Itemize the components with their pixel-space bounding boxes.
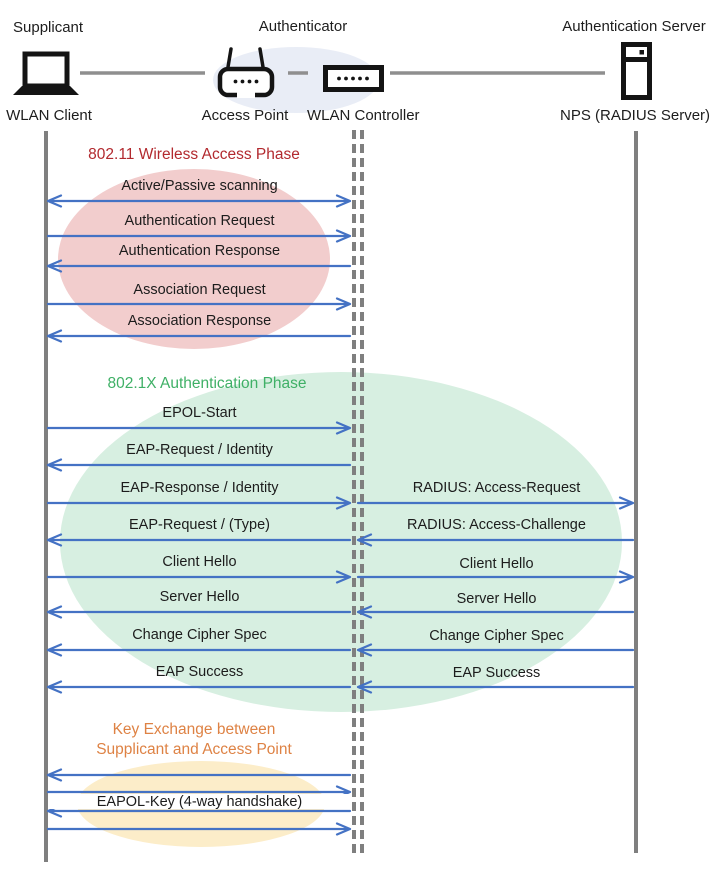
message-arrow [46, 822, 352, 836]
message-arrow [356, 496, 635, 510]
message-label: EAP-Response / Identity [120, 480, 279, 496]
phase2-title: 802.1X Authentication Phase [107, 375, 307, 392]
message-arrow [356, 570, 635, 584]
message-label: Change Cipher Spec [132, 627, 267, 643]
message-arrow [46, 259, 352, 273]
message-arrow [356, 605, 635, 619]
message-label: EAPOL-Key (4-way handshake) [96, 794, 303, 810]
node-label-nps-radius-server: NPS (RADIUS Server) [560, 107, 711, 124]
message-label: Server Hello [456, 591, 537, 607]
message-label: Client Hello [459, 556, 534, 572]
phase3-title-line1: Key Exchange between [112, 721, 276, 738]
node-label-wlan-controller: WLAN Controller [307, 107, 420, 124]
message-arrow [356, 680, 635, 694]
message-label: Server Hello [159, 589, 240, 605]
message-label: Client Hello [162, 554, 237, 570]
network-controller-icon [323, 65, 384, 92]
message-arrow [46, 458, 352, 472]
message-label: EAP-Request / Identity [126, 442, 273, 458]
phase2-ellipse [60, 372, 622, 712]
message-label: EAP Success [452, 665, 541, 681]
message-label: Association Request [133, 282, 266, 298]
message-arrow [46, 329, 352, 343]
message-label: Active/Passive scanning [121, 178, 278, 194]
server-icon [621, 42, 652, 100]
message-arrow [46, 297, 352, 311]
message-arrow [46, 421, 352, 435]
message-label: EPOL-Start [162, 405, 237, 421]
role-label-authenticator: Authenticator [258, 18, 348, 35]
message-arrow [46, 229, 352, 243]
laptop-icon [13, 51, 79, 95]
message-arrow [46, 194, 352, 208]
eapol-key-label-band [48, 794, 351, 809]
message-label: Association Response [127, 313, 272, 329]
message-label: RADIUS: Access-Request [412, 480, 581, 496]
role-label-authentication-server: Authentication Server [562, 18, 706, 35]
message-label: Authentication Request [124, 213, 275, 229]
message-label: RADIUS: Access-Challenge [407, 517, 586, 533]
node-label-wlan-client: WLAN Client [6, 107, 92, 124]
message-arrow [356, 533, 635, 547]
message-arrow [46, 643, 352, 657]
message-arrow [46, 533, 352, 547]
message-label: EAP Success [155, 664, 244, 680]
message-arrow [46, 680, 352, 694]
access-point-icon [217, 47, 275, 98]
message-arrow [46, 768, 352, 782]
node-label-access-point: Access Point [201, 107, 289, 124]
phase3-title-line2: Supplicant and Access Point [96, 741, 292, 758]
message-arrow [46, 605, 352, 619]
message-label: Authentication Response [118, 243, 281, 259]
message-label: Change Cipher Spec [429, 628, 564, 644]
message-arrow [356, 643, 635, 657]
phase1-title: 802.11 Wireless Access Phase [88, 146, 300, 163]
message-arrow [46, 570, 352, 584]
message-label: EAP-Request / (Type) [128, 517, 271, 533]
role-label-supplicant: Supplicant [13, 19, 84, 36]
message-arrow [46, 496, 352, 510]
